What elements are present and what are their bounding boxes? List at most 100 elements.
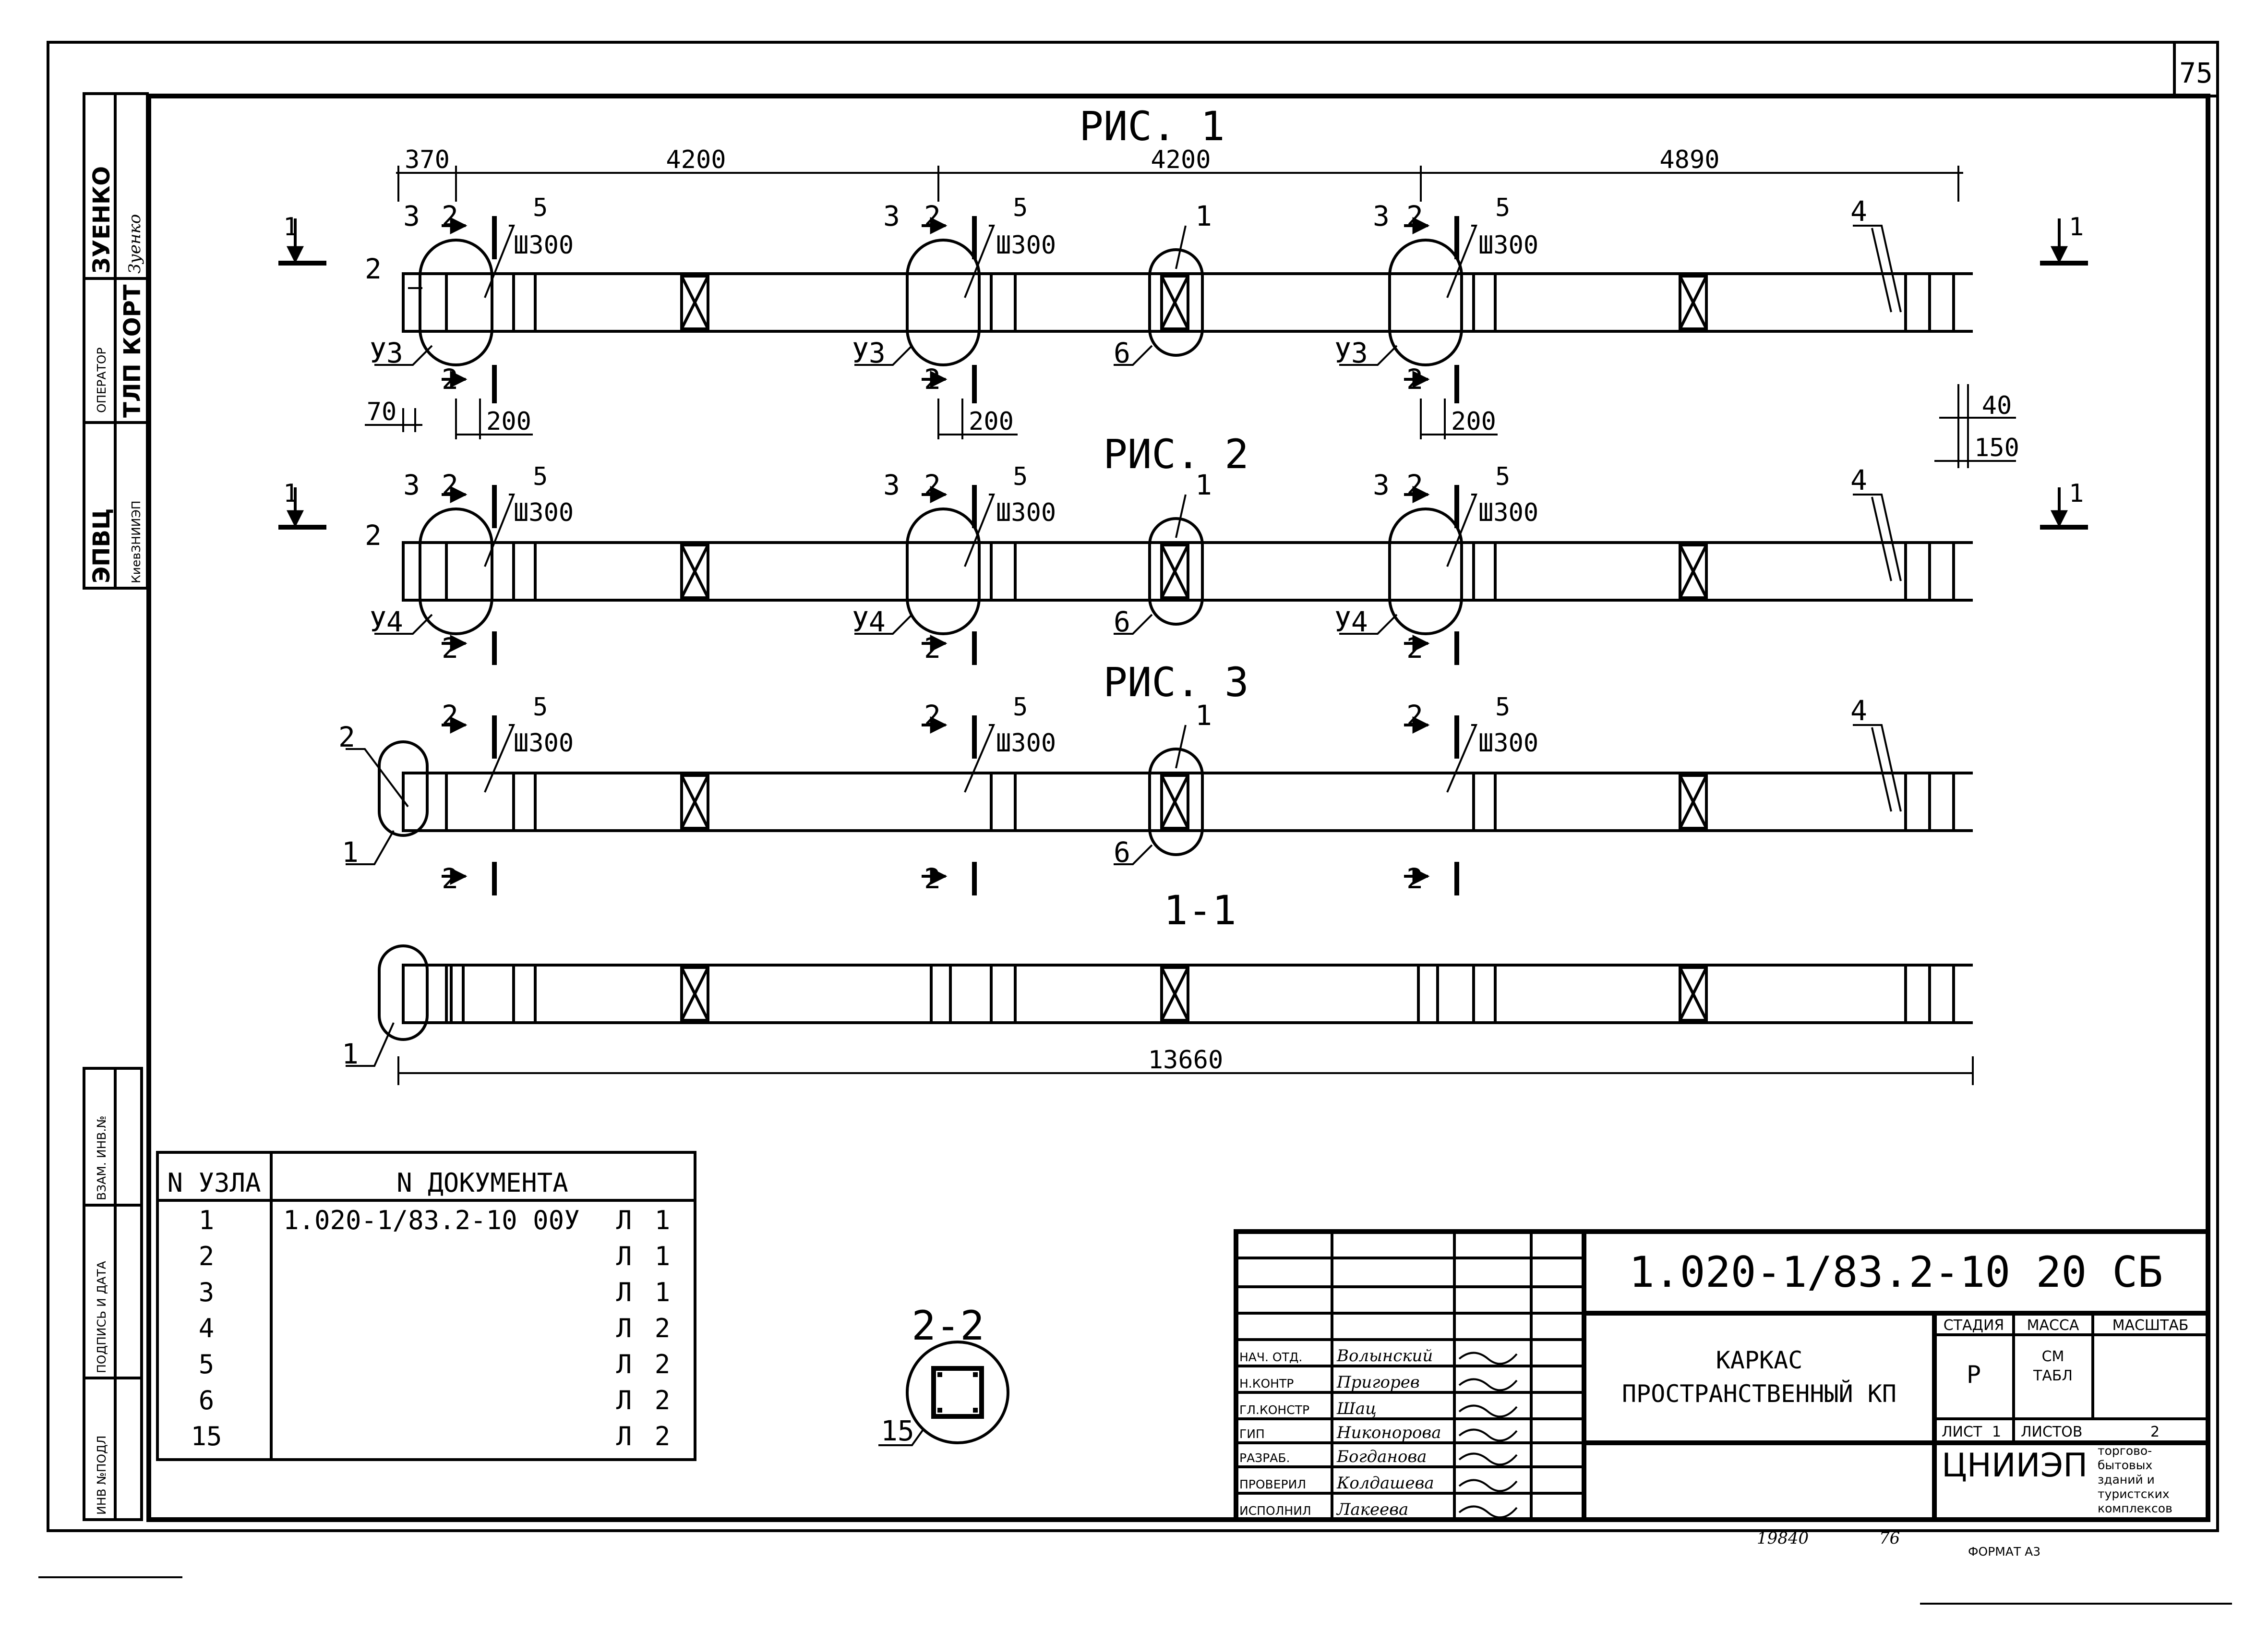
fig3-callout-5-c: 5 [1495, 693, 1510, 722]
node-table-cell-sheet: 2 [655, 1421, 671, 1451]
sheet-value: 1 [1992, 1424, 2001, 1440]
dim-150: 150 [1974, 434, 2019, 462]
dim-13660: 13660 [1148, 1046, 1224, 1075]
fig2-callout-2-low-a: 2 [442, 632, 458, 665]
scale-header: МАСШТАБ [2112, 1317, 2189, 1334]
side-stamp-operator: ТЛП КОРТ [119, 284, 146, 418]
fig3-callout-2-a: 2 [442, 699, 458, 732]
node-table-row: 6 Л 2 [199, 1385, 671, 1415]
org-line-1: торгово- [2098, 1444, 2152, 1458]
node-table-row: 2 Л 1 [199, 1241, 671, 1271]
section-title-1-1: 1-1 [1164, 887, 1236, 934]
stage-value: Р [1967, 1361, 1981, 1389]
fig3-callout-2-low-b: 2 [924, 862, 941, 895]
dim-200-c: 200 [1451, 407, 1496, 436]
node-table-cell-sheet: 2 [655, 1385, 671, 1415]
fig3-pitch-c: Ш300 [1478, 729, 1538, 758]
node-table-cell-node: 15 [191, 1421, 222, 1451]
fig1-callout-3-c: 3 [1373, 200, 1390, 232]
org-line-2: бытовых [2098, 1458, 2152, 1472]
figure-title-3: РИС. 3 [1103, 659, 1248, 706]
fig2-callout-2-b: 2 [924, 469, 941, 501]
fig2-callout-3-b: 3 [883, 469, 900, 501]
fig2-pitch-b: Ш300 [996, 498, 1056, 527]
fig1-small-dims [365, 384, 2016, 468]
document-code: 1.020-1/83.2-10 20 СБ [1629, 1247, 2163, 1297]
fig3-callout-5-b: 5 [1013, 693, 1028, 722]
drawing-title-line-1: КАРКАС [1716, 1346, 1803, 1374]
role-label: РАЗРАБ. [1239, 1451, 1290, 1465]
fig1-dimension-chain [396, 166, 1963, 202]
side-stamp-operator-label: ОПЕРАТОР [95, 348, 108, 413]
fig1-callout-4: 4 [1850, 195, 1867, 228]
role-label: ГЛ.КОНСТР [1239, 1403, 1309, 1417]
fig1-callout-3-a: 3 [403, 200, 420, 232]
fig2-callout-2-c: 2 [1406, 469, 1423, 501]
node-table-cell-mark: Л [616, 1421, 632, 1451]
node-table-cell-mark: Л [616, 1277, 632, 1307]
fig3-callout-6: 6 [1114, 836, 1130, 869]
mass-value-2: ТАБЛ [2033, 1367, 2073, 1384]
page-number: 75 [2179, 57, 2213, 89]
fig1-callout-2-low-c: 2 [1406, 363, 1423, 396]
node-table-cell-sheet: 1 [655, 1277, 671, 1307]
dim-200-b: 200 [969, 407, 1014, 436]
role-label: Н.КОНТР [1239, 1377, 1294, 1390]
section-1-1-leader [346, 1022, 395, 1067]
role-name: Никонорова [1336, 1423, 1441, 1442]
fig1-callout-5-a: 5 [533, 193, 548, 222]
fig1-callout-5-b: 5 [1013, 193, 1028, 222]
fig3-callout-5-a: 5 [533, 693, 548, 722]
fig1-pitch-a: Ш300 [514, 231, 574, 260]
beam-fig3 [378, 740, 1973, 856]
role-name: Волынский [1336, 1346, 1433, 1366]
node-table-row: 3 Л 1 [199, 1277, 671, 1307]
dim-200-a: 200 [486, 407, 531, 436]
role-label: ПРОВЕРИЛ [1239, 1477, 1306, 1491]
signature-marks [1458, 1352, 1518, 1519]
node-table-row: 5 Л 2 [199, 1349, 671, 1379]
fig3-pitch-b: Ш300 [996, 729, 1056, 758]
side-stamp [83, 92, 149, 590]
fig3-callout-2-b: 2 [924, 699, 941, 732]
node-table-row: 15 Л 2 [191, 1421, 670, 1451]
dim-40: 40 [1982, 391, 2012, 420]
section-mark-1-left-b: 1 [283, 479, 298, 508]
fig2-callout-5-c: 5 [1495, 462, 1510, 491]
fig1-node-u3-b: У3 [852, 337, 886, 369]
node-table-cell-sheet: 1 [655, 1205, 671, 1235]
fig1-callout-6: 6 [1114, 337, 1130, 369]
format-label: ФОРМАТ А3 [1968, 1545, 2040, 1559]
fig1-callouts [374, 216, 1902, 403]
fig1-callout-2-low-b: 2 [924, 363, 941, 396]
node-table-cell-node: 1 [199, 1205, 215, 1235]
fig2-callout-4: 4 [1850, 464, 1867, 496]
figure-title-1: РИС. 1 [1079, 103, 1224, 150]
fig3-callout-1-end: 1 [342, 836, 359, 869]
fig2-callouts [374, 485, 1902, 665]
dim-370: 370 [405, 145, 450, 174]
section-title-2-2: 2-2 [912, 1302, 984, 1349]
fig3-callout-2-low-c: 2 [1406, 862, 1423, 895]
fig2-callout-2-low-b: 2 [924, 632, 941, 665]
section-arrows-1 [278, 218, 2088, 530]
section-2-2-detail [878, 1341, 1009, 1446]
fig2-callout-5-a: 5 [533, 462, 548, 491]
role-name: Шац [1336, 1399, 1377, 1418]
side-stamp-org-2: КиевЗНИИЭП [129, 500, 143, 583]
beam-fig1 [402, 239, 1973, 366]
section-1-1-callout-1: 1 [342, 1038, 359, 1070]
side-stamp-signature: Зуенко [125, 214, 144, 274]
fig2-pitch-c: Ш300 [1478, 498, 1538, 527]
section-mark-1-right-b: 1 [2069, 479, 2084, 508]
fig1-callout-2-a: 2 [442, 200, 458, 232]
beam-fig2 [402, 508, 1973, 635]
fig3-pitch-a: Ш300 [514, 729, 574, 758]
node-table-grid [156, 1151, 696, 1461]
fig2-callout-3-a: 3 [403, 469, 420, 501]
node-table-cell-node: 5 [199, 1349, 215, 1379]
fig2-callout-6: 6 [1114, 605, 1130, 638]
fig1-pitch-b: Ш300 [996, 231, 1056, 260]
fig2-callout-3-c: 3 [1373, 469, 1390, 501]
